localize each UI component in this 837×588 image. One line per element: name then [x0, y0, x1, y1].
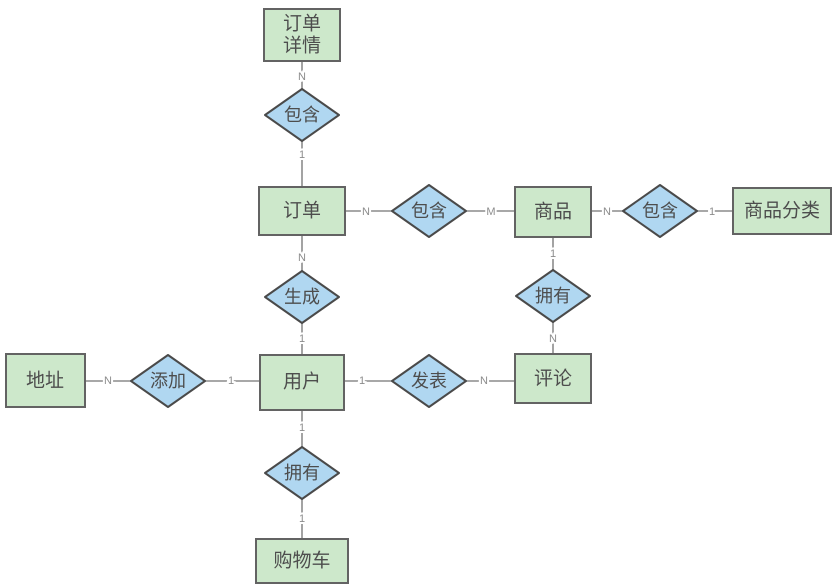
relationship-contains-order-product: 包含	[391, 184, 467, 238]
diamond-shape	[264, 446, 340, 500]
diamond-shape	[130, 354, 206, 408]
relationship-label: 包含	[642, 201, 678, 221]
cardinality-order-side-bottom: N	[298, 252, 306, 264]
relationship-generates-order-user: 生成	[264, 270, 340, 324]
relationship-label: 拥有	[284, 463, 320, 483]
entity-label: 用户	[283, 371, 321, 393]
relationship-contains-product-category: 包含	[622, 184, 698, 238]
entity-label-line1: 订单	[283, 13, 321, 35]
cardinality-order-side-top: 1	[299, 149, 305, 161]
cardinality-user-side-right: 1	[359, 375, 365, 387]
entity-shape	[263, 8, 341, 62]
relationship-label: 添加	[150, 371, 186, 391]
diamond-shape	[264, 270, 340, 324]
entity-order: 订单	[258, 186, 346, 236]
entity-shape	[732, 187, 832, 235]
cardinality-comment-side-top: N	[549, 333, 557, 345]
entity-cart: 购物车	[255, 538, 349, 584]
cardinality-product-side-bottom: 1	[550, 248, 556, 260]
relationship-label: 包含	[411, 201, 447, 221]
cardinality-comment-side-left: N	[480, 375, 488, 387]
cardinality-orderdetails-side: N	[298, 71, 306, 83]
cardinality-user-side-top: 1	[299, 333, 305, 345]
diamond-shape	[622, 184, 698, 238]
entity-shape	[255, 538, 349, 584]
cardinality-address-side: N	[104, 375, 112, 387]
cardinality-user-side-bottom: 1	[299, 422, 305, 434]
entity-nodes: 订单 详情 订单 商品 商品分类 地址 用户	[5, 8, 832, 584]
diamond-shape	[515, 269, 591, 323]
relationship-has-product-comment: 拥有	[515, 269, 591, 323]
entity-label: 购物车	[273, 550, 330, 572]
entity-shape	[514, 353, 592, 404]
relationship-label: 拥有	[535, 286, 571, 306]
cardinality-order-side-right: N	[362, 206, 370, 218]
entity-address: 地址	[5, 353, 86, 408]
entity-shape	[5, 353, 86, 408]
cardinality-category-side: 1	[709, 206, 715, 218]
cardinality-labels: N 1 N M N 1 N 1 1 N N 1 1 N 1 1	[102, 69, 717, 527]
cardinality-cart-side: 1	[299, 513, 305, 525]
relationship-nodes: 包含 包含 包含 生成 拥有 添加	[130, 88, 698, 500]
entity-shape	[514, 186, 592, 238]
diamond-shape	[264, 88, 340, 142]
entity-label: 评论	[534, 368, 572, 390]
relationship-label: 包含	[284, 105, 320, 125]
entity-comment: 评论	[514, 353, 592, 404]
relationship-publishes-user-comment: 发表	[391, 354, 467, 408]
entity-user: 用户	[259, 354, 345, 411]
relationship-contains-orderdetails-order: 包含	[264, 88, 340, 142]
entity-label: 订单	[283, 200, 321, 222]
entity-shape	[259, 354, 345, 411]
entity-product: 商品	[514, 186, 592, 238]
relationship-adds-address-user: 添加	[130, 354, 206, 408]
cardinality-product-side-left: M	[486, 206, 495, 218]
entity-order-details: 订单 详情	[263, 8, 341, 62]
diamond-shape	[391, 354, 467, 408]
entity-label: 商品	[534, 201, 572, 223]
entity-product-category: 商品分类	[732, 187, 832, 235]
diamond-shape	[391, 184, 467, 238]
entity-label-line2: 详情	[283, 35, 321, 57]
entity-label: 地址	[26, 370, 64, 392]
connectors	[85, 61, 733, 539]
relationship-has-user-cart: 拥有	[264, 446, 340, 500]
entity-shape	[258, 186, 346, 236]
entity-label: 商品分类	[744, 200, 820, 222]
cardinality-product-side-right: N	[603, 206, 611, 218]
relationship-label: 发表	[411, 371, 447, 391]
cardinality-user-side-left: 1	[228, 375, 234, 387]
relationship-label: 生成	[284, 287, 320, 307]
